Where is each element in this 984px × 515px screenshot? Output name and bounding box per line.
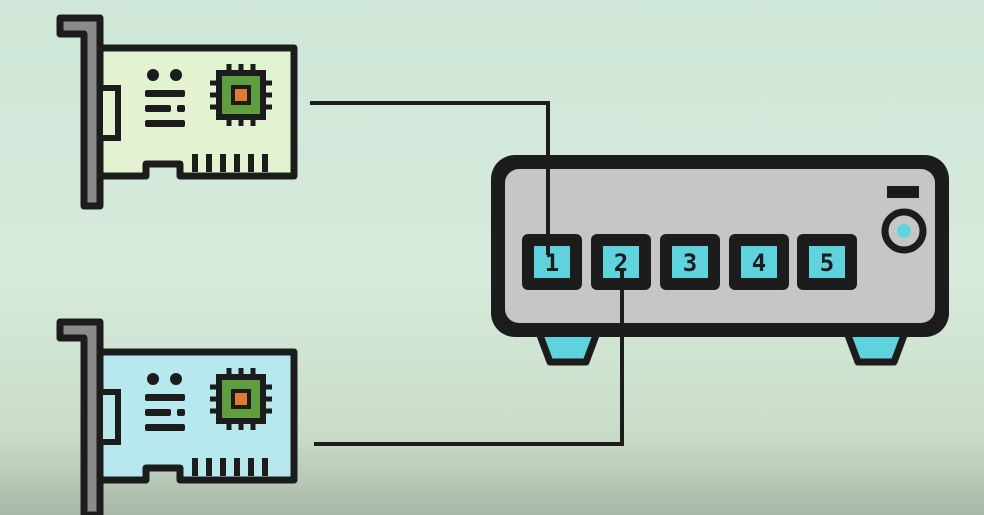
port-label-2: 2 <box>614 249 628 277</box>
card-top-bracket <box>56 14 104 210</box>
card-bottom-chip <box>210 368 272 430</box>
switch-port-5: 5 <box>797 234 857 290</box>
card-top-components <box>145 69 185 127</box>
cable-top-card-to-port-1 <box>310 101 550 255</box>
switch-port-4: 4 <box>729 234 789 290</box>
port-label-4: 4 <box>752 249 766 277</box>
card-bottom-bracket <box>56 318 104 515</box>
network-card-top <box>56 14 298 210</box>
card-top-contacts <box>192 154 268 172</box>
network-card-bottom <box>56 318 298 515</box>
power-light-icon <box>897 224 911 238</box>
card-bottom-components <box>145 373 185 431</box>
card-bottom-tab <box>97 389 121 445</box>
port-label-1: 1 <box>545 249 559 277</box>
card-top-tab <box>97 85 121 141</box>
card-top-chip <box>210 64 272 126</box>
port-label-3: 3 <box>683 249 697 277</box>
switch-led <box>887 186 919 198</box>
card-bottom-contacts <box>192 458 268 476</box>
switch-port-2: 2 <box>591 234 651 290</box>
port-label-5: 5 <box>820 249 834 277</box>
network-switch: 1 2 3 4 5 <box>491 155 949 366</box>
switch-port-3: 3 <box>660 234 720 290</box>
switch-port-1: 1 <box>522 234 582 290</box>
cable-bottom-card-to-port-2 <box>314 268 624 446</box>
